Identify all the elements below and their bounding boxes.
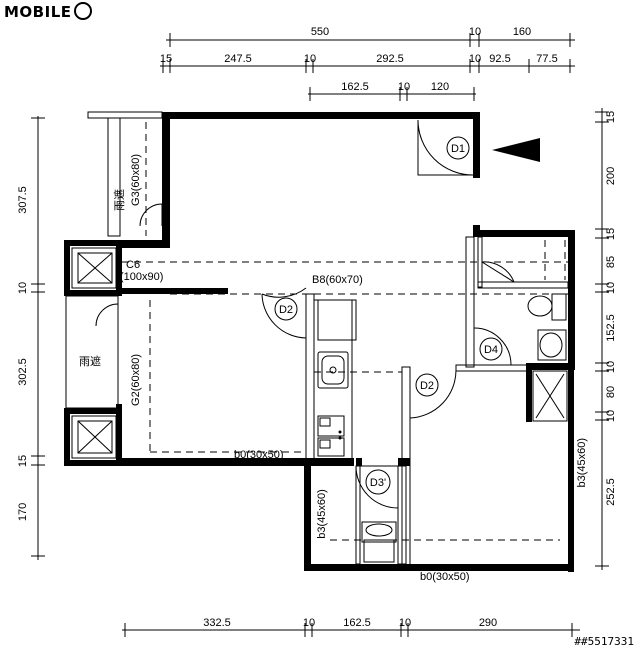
balcony-door-lower (95, 303, 119, 327)
dim-label: 170 (17, 503, 29, 521)
door-tag-d1-icon (446, 136, 470, 160)
logo-ring-icon (73, 2, 92, 20)
dimension-labels-top: 550 10 160 15 247.5 10 292.5 10 92.5 77.… (160, 26, 558, 93)
dim-label: 290 (479, 617, 497, 629)
fridge-box (317, 299, 357, 341)
dim-label: 10 (605, 410, 617, 422)
entry-arrow-icon (492, 138, 540, 162)
shaft-box-upper (71, 247, 117, 289)
dim-label: 160 (513, 26, 531, 38)
walls (64, 112, 575, 572)
door-tag-d4-icon (479, 337, 503, 361)
dim-label: 15 (605, 111, 617, 123)
door-d4 (473, 327, 512, 366)
dim-label: 10 (469, 53, 481, 65)
door-label-d1: D1 (451, 143, 465, 155)
door-d2-left (261, 287, 307, 339)
cabinet-label-g3: G3(60x80) (130, 154, 142, 206)
dim-label: 77.5 (536, 53, 557, 65)
door-label-d4: D4 (484, 344, 498, 356)
dimension-lines-left: 307.5 10 302.5 15 170 (17, 116, 45, 560)
cabinet-label-c6-size: (100x90) (120, 271, 163, 283)
dim-label: 15 (605, 228, 617, 240)
dim-label: 10 (605, 282, 617, 294)
dim-label: 10 (469, 26, 481, 38)
door-tag-d2-icon (274, 297, 298, 321)
door-label-d3: D3' (370, 477, 386, 489)
dim-label: 252.5 (605, 478, 617, 506)
dim-label: 162.5 (343, 617, 371, 629)
dim-label: 10 (605, 361, 617, 373)
dimension-lines-top (160, 33, 575, 101)
washbasin-icon (537, 329, 567, 361)
door-d1 (417, 119, 474, 176)
dimension-lines-right: 15 200 15 85 10 152.5 10 80 10 252.5 (595, 108, 617, 570)
dim-label: 247.5 (224, 53, 252, 65)
cabinet-label-g2: G2(60x80) (130, 354, 142, 406)
image-watermark: ##5517331 (574, 635, 634, 648)
door-tag-d2b-icon (415, 373, 439, 397)
dimension-lines-bottom: 332.5 10 162.5 10 290 (122, 617, 580, 637)
cabinet-label-b0-mid: b0(30x50) (234, 449, 284, 461)
cabinet-label-b8: B8(60x70) (312, 274, 363, 286)
balcony-label-upper: 雨遮 (112, 189, 126, 211)
cabinet-label-b3-left: b3(45x60) (316, 489, 328, 539)
door-label-d2b: D2 (420, 380, 434, 392)
dim-label: 15 (17, 455, 29, 467)
dim-label: 10 (17, 282, 29, 294)
beam-dashed-lines (122, 122, 568, 541)
dim-label: 10 (303, 617, 315, 629)
stove-icon (317, 415, 345, 457)
shaft-box-right (532, 370, 568, 422)
dim-label: 302.5 (17, 358, 29, 386)
door-d3 (355, 465, 399, 509)
dim-label: 10 (398, 81, 410, 93)
cabinet-label-c6: C6 (126, 259, 140, 271)
dim-label: 92.5 (489, 53, 510, 65)
balcony-door-upper (139, 203, 163, 227)
door-label-d2: D2 (279, 304, 293, 316)
dim-label: 10 (304, 53, 316, 65)
dim-label: 120 (431, 81, 449, 93)
balcony-label-lower: 雨遮 (79, 354, 101, 368)
dim-label: 550 (311, 26, 329, 38)
toilet-icon (527, 293, 567, 321)
cabinet-label-b0-bottom: b0(30x50) (420, 571, 470, 583)
logo-text: MOBILE (4, 3, 72, 21)
bath-door-upper (481, 261, 515, 283)
shaft-box-lower (71, 415, 117, 459)
dim-label: 80 (605, 386, 617, 398)
washbasin-lower-icon (361, 521, 397, 563)
dim-label: 10 (399, 617, 411, 629)
door-d2-right (409, 369, 457, 419)
dim-label: 152.5 (605, 314, 617, 342)
kitchen-sink-icon (317, 351, 349, 389)
dim-label: 292.5 (376, 53, 404, 65)
dim-label: 15 (160, 53, 172, 65)
dim-label: 307.5 (17, 186, 29, 214)
brand-logo: MOBILE (4, 2, 92, 21)
door-tag-d3-icon (365, 469, 391, 495)
dim-label: 332.5 (203, 617, 231, 629)
dim-label: 85 (605, 256, 617, 268)
dim-label: 162.5 (341, 81, 369, 93)
cabinet-label-b3-right: b3(45x60) (576, 438, 588, 488)
dim-label: 200 (605, 167, 617, 185)
